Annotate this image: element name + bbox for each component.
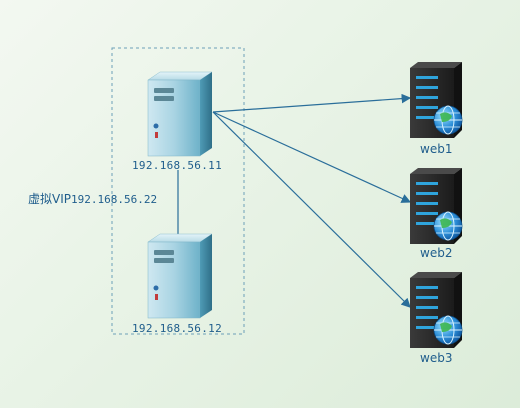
primary-server-icon — [147, 71, 213, 157]
connector-to-web2 — [212, 111, 412, 203]
backup-server-ip-label: 192.168.56.12 — [132, 322, 222, 335]
ha-cluster-boundary — [111, 47, 245, 335]
web2-rack-server-icon — [410, 168, 463, 244]
web3-rack-server-icon — [410, 272, 463, 348]
virtual-ip-label: 虚拟VIP192.168.56.22 — [28, 190, 157, 207]
web2-globe-icon — [433, 211, 463, 241]
web1-globe-icon — [433, 105, 463, 135]
web3-label: web3 — [420, 351, 453, 365]
web3-globe-icon — [433, 315, 463, 345]
connector-to-web1 — [212, 93, 412, 113]
web1-rack-server-icon — [410, 62, 463, 138]
virtual-ip-prefix: 虚拟VIP — [28, 192, 71, 206]
web1-label: web1 — [420, 142, 453, 156]
backup-server-icon — [147, 233, 213, 319]
virtual-ip-address: 192.168.56.22 — [71, 193, 158, 206]
primary-server-ip-label: 192.168.56.11 — [132, 159, 222, 172]
web2-label: web2 — [420, 246, 453, 260]
connector-to-web3 — [212, 111, 411, 308]
